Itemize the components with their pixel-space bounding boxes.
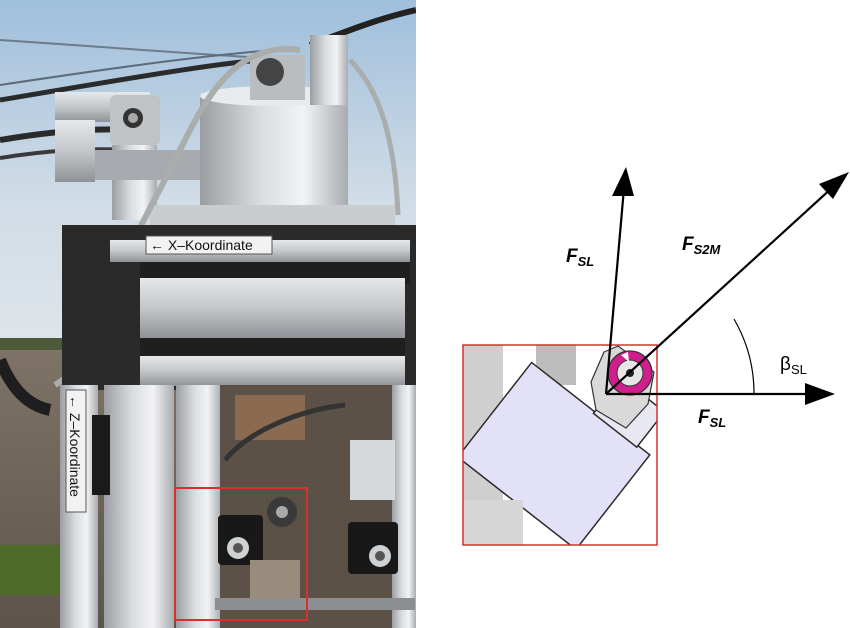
force-arrow-diagonal (605, 185, 835, 395)
clamp-bolt (375, 551, 385, 561)
top-pulley (256, 58, 284, 86)
sensor-photo: ← X–Koordinate ← Z–Koordinate (0, 0, 416, 628)
frame-profile (140, 356, 405, 386)
force-arrow-horizontal-head (805, 383, 835, 405)
z-coordinate-label: ← Z–Koordinate (67, 395, 83, 497)
force-arrow-vertical (604, 187, 626, 395)
bracket-arm (55, 120, 95, 182)
frame-profile (140, 338, 405, 356)
inner-cable (223, 402, 346, 462)
top-post (310, 35, 348, 105)
force-label-horizontal: FSL (698, 407, 726, 430)
x-coordinate-label: ← X–Koordinate (150, 237, 253, 253)
photo-highlight-box (174, 487, 308, 621)
bracket-base (95, 150, 205, 180)
clamp-bolt (233, 543, 243, 553)
angle-arc (733, 318, 755, 395)
frame-profile (140, 278, 405, 338)
sensor-cable (348, 58, 401, 216)
bracket-bolt (128, 113, 138, 123)
grass-patch (0, 545, 70, 595)
zoom-inset-border (462, 344, 658, 546)
angle-label: βSL (780, 354, 807, 377)
black-cable (0, 357, 52, 416)
zoom-inset (463, 345, 657, 545)
inner-profile (350, 440, 395, 500)
cylinder-housing (200, 95, 348, 210)
force-arrow-diagonal-head (819, 172, 849, 199)
bottom-rail (215, 598, 415, 610)
pulley-cutout (621, 352, 629, 362)
force-arrow-vertical-head (612, 167, 634, 196)
force-diagram: FSL FS2M FSL βSL (462, 167, 849, 546)
connector-block (92, 415, 110, 495)
x-coordinate-sticker (145, 235, 273, 255)
horizon-trees (0, 338, 80, 352)
vertical-profile (104, 385, 174, 628)
vertical-profile (176, 385, 221, 628)
z-coordinate-sticker (65, 389, 87, 513)
inset-profile (463, 500, 523, 545)
sensor-pulley (276, 506, 288, 518)
force-label-vertical: FSL (566, 246, 594, 269)
force-label-diagonal: FS2M (682, 234, 722, 257)
vertical-profile (392, 385, 416, 628)
